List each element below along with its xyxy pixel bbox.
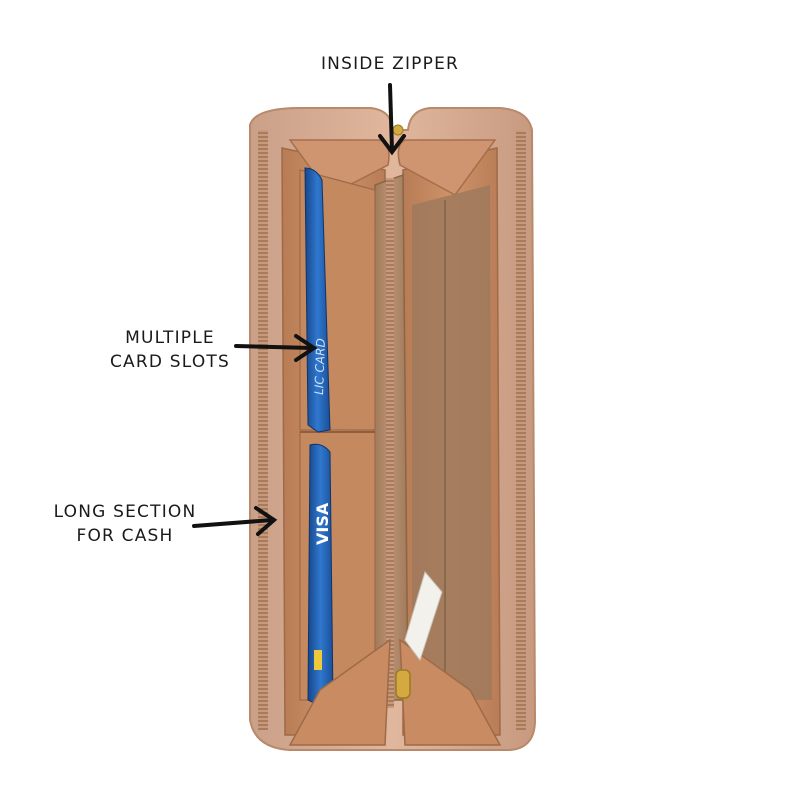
- label-cash-line1: LONG SECTION: [53, 502, 197, 522]
- label-inside-zipper-text: INSIDE ZIPPER: [320, 54, 460, 74]
- arrow-cash-section: [192, 506, 278, 536]
- card-bottom-text: VISA: [313, 502, 332, 545]
- label-cash-line2: FOR CASH: [76, 526, 174, 546]
- zipper-track-left: [258, 130, 268, 730]
- card-bottom-stripe: [314, 650, 322, 670]
- card-top-text: LIC CARD: [312, 338, 328, 395]
- arrow-card-slots: [234, 334, 318, 362]
- card-top: [304, 167, 331, 433]
- label-card-slots: MULTIPLE CARD SLOTS: [100, 326, 240, 374]
- label-cash-section: LONG SECTION FOR CASH: [40, 500, 210, 548]
- bottom-gusset-left: [288, 638, 391, 746]
- bottom-gusset-right: [399, 638, 502, 746]
- label-inside-zipper: INSIDE ZIPPER: [310, 52, 470, 76]
- label-card-slots-line2: CARD SLOTS: [109, 352, 231, 372]
- receipt-paper: [404, 570, 443, 662]
- top-gusset-right: [397, 139, 497, 196]
- zipper-track-right: [516, 130, 526, 730]
- zipper-pull: [395, 669, 411, 699]
- arrow-inside-zipper: [378, 83, 406, 156]
- inside-zipper-track: [386, 178, 394, 708]
- right-lining: [412, 185, 492, 700]
- label-card-slots-line1: MULTIPLE: [125, 328, 215, 348]
